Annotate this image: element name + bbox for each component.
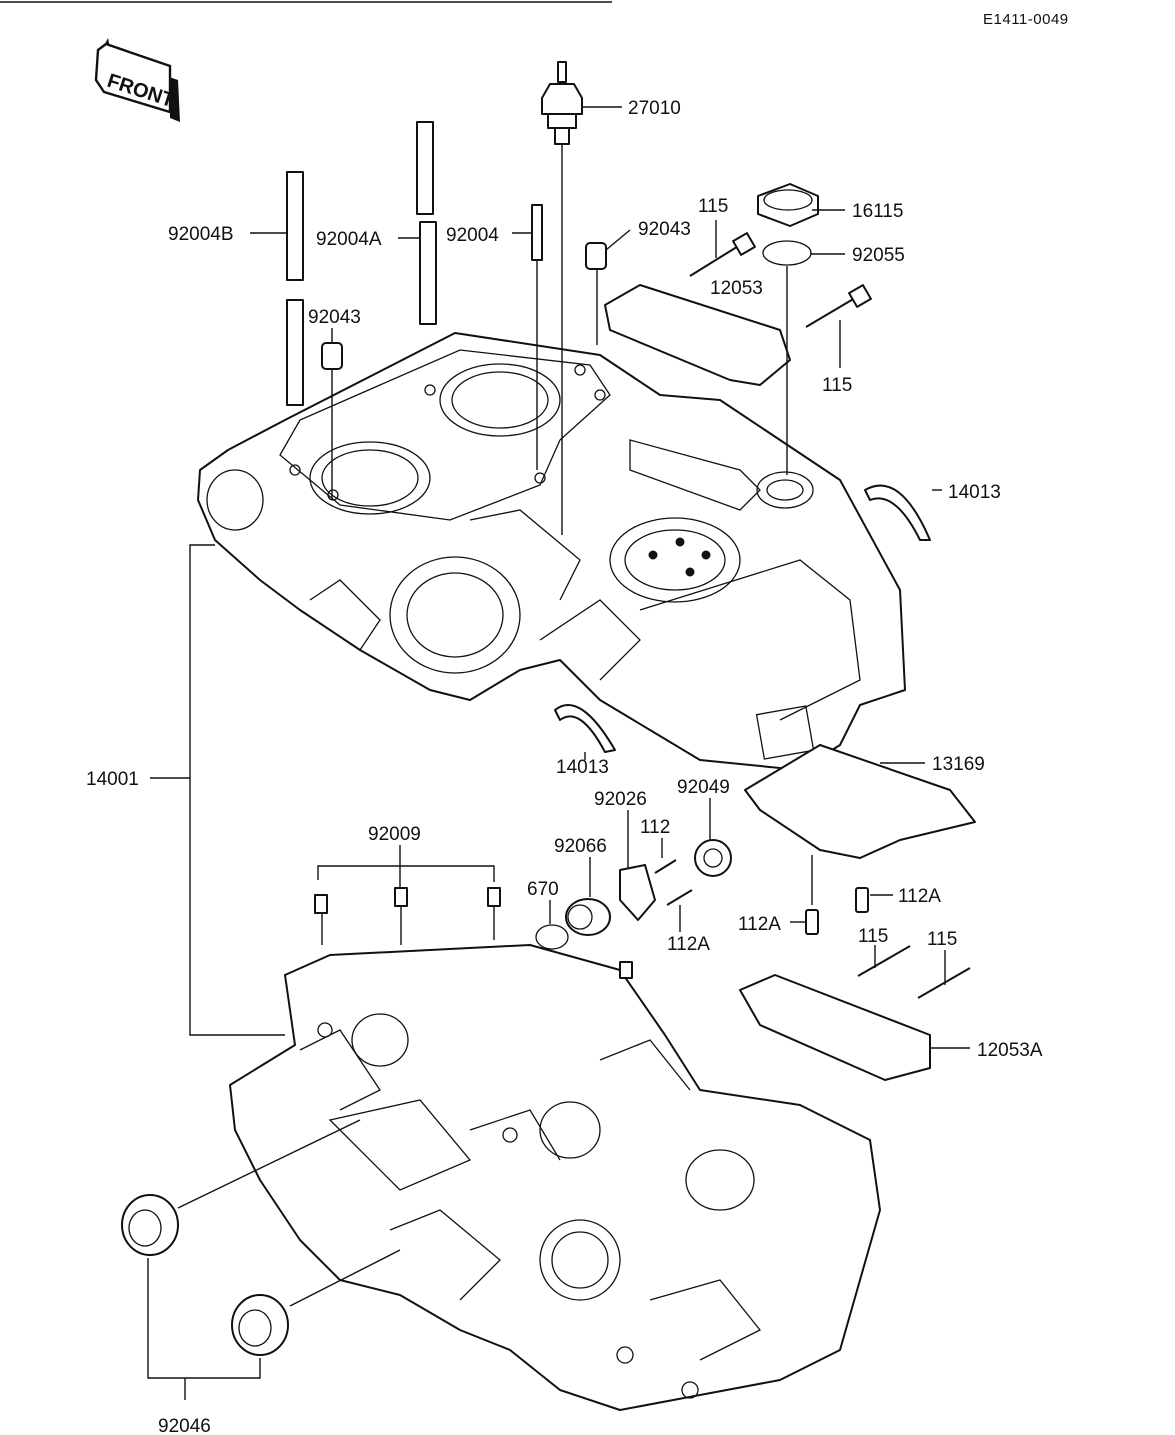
dowel-92043-upper (585, 242, 607, 270)
label-92004A: 92004A (316, 229, 382, 250)
label-92004: 92004 (446, 225, 499, 246)
label-92043-upper: 92043 (638, 219, 691, 240)
bolt-115-c (857, 945, 911, 977)
bolt-112 (654, 859, 677, 874)
bearing-92046-upper (121, 1194, 179, 1256)
label-92043-lower: 92043 (308, 307, 361, 328)
jet-92009-mid (394, 887, 408, 907)
seal-92049 (694, 839, 732, 877)
drawing-code: E1411-0049 (983, 11, 1069, 28)
front-direction-badge: FRONT (94, 38, 180, 122)
bearing-insert-14013-upper (864, 484, 931, 541)
stud-92004A (416, 121, 437, 325)
upper-crankcase (197, 332, 906, 771)
jet-92009-left (314, 894, 328, 914)
label-16115: 16115 (852, 201, 903, 222)
bolt-115-d (917, 967, 971, 999)
label-115-lower-right: 115 (927, 929, 957, 950)
cover-12053A (739, 974, 931, 1081)
oil-filler-cap (757, 183, 819, 227)
oil-pressure-switch (541, 61, 583, 145)
bearing-insert-14013-lower (554, 704, 616, 753)
label-92066: 92066 (554, 836, 607, 857)
leader-lines (147, 106, 970, 1400)
label-112A-left: 112A (667, 934, 710, 955)
plug-92066 (565, 898, 611, 936)
label-92046: 92046 (158, 1416, 211, 1435)
label-92004B: 92004B (168, 224, 234, 245)
stud-92004B (286, 171, 304, 406)
label-14001: 14001 (86, 769, 139, 790)
plate-92026 (619, 864, 656, 921)
lower-crankcase (229, 944, 881, 1411)
label-92009: 92009 (368, 824, 421, 845)
o-ring-670 (535, 924, 569, 950)
bolt-115-lower (805, 284, 872, 328)
label-670: 670 (527, 879, 559, 900)
bolt-112A-c (805, 909, 819, 935)
jet-plug (619, 961, 633, 979)
label-14013-center: 14013 (556, 757, 609, 778)
jet-92009-right (487, 887, 501, 907)
dowel-92043-lower (321, 342, 343, 370)
label-112A-right: 112A (898, 886, 941, 907)
label-12053A: 12053A (977, 1040, 1043, 1061)
bearing-92046-lower (231, 1294, 289, 1356)
baffle-plate-13169 (744, 744, 976, 859)
bolt-112A-a (666, 889, 693, 906)
label-92055: 92055 (852, 245, 905, 266)
label-112: 112 (640, 817, 670, 838)
label-27010: 27010 (628, 98, 681, 119)
label-12053: 12053 (710, 278, 763, 299)
label-115-top: 115 (698, 196, 728, 217)
bolt-112A-b (855, 887, 869, 913)
bolt-115-upper (689, 232, 756, 277)
label-92026: 92026 (594, 789, 647, 810)
label-115-lower-left: 115 (858, 926, 888, 947)
label-13169: 13169 (932, 754, 985, 775)
label-14013-right: 14013 (948, 482, 1001, 503)
label-115-right: 115 (822, 375, 852, 396)
label-92049: 92049 (677, 777, 730, 798)
label-112A-middle: 112A (738, 914, 781, 935)
cover-12053 (604, 284, 791, 386)
front-arrow-icon (94, 42, 172, 114)
o-ring-92055 (762, 240, 812, 266)
